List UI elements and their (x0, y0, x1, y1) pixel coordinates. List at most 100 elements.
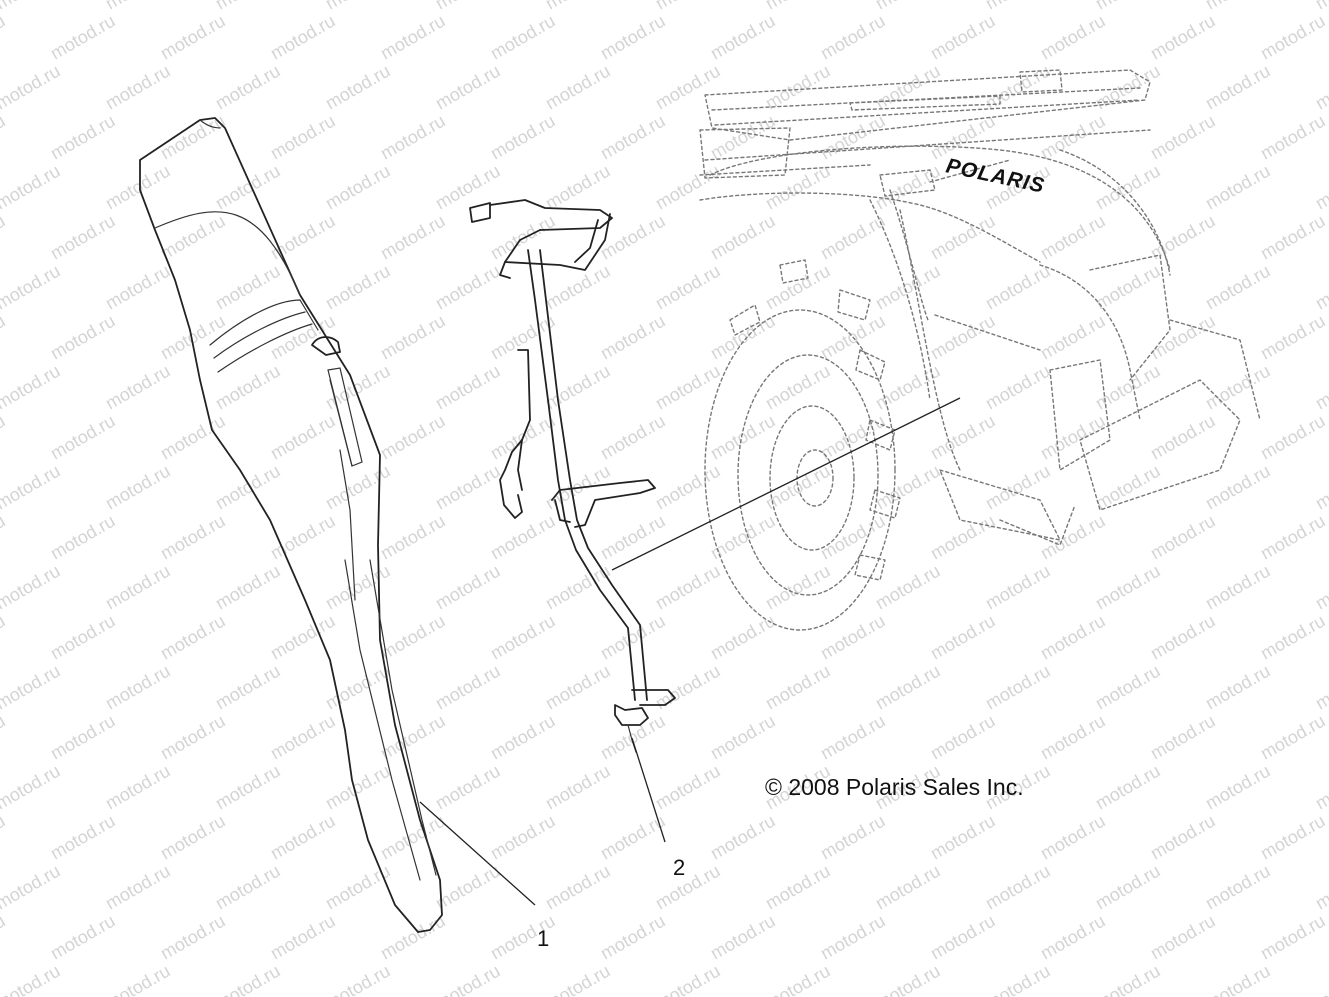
watermark-text: motod.ru (762, 161, 834, 214)
watermark-text: motod.ru (817, 11, 889, 64)
watermark-text: motod.ru (102, 161, 174, 214)
callout-2-leader (631, 737, 666, 843)
watermark-text: motod.ru (1202, 961, 1274, 997)
watermark-text: motod.ru (872, 861, 944, 914)
watermark-text: motod.ru (1202, 61, 1274, 114)
watermark-text: motod.ru (927, 411, 999, 464)
watermark-text: motod.ru (0, 411, 9, 464)
watermark-text: motod.ru (1037, 211, 1109, 264)
watermark-text: motod.ru (432, 461, 504, 514)
watermark-text: motod.ru (0, 811, 9, 864)
watermark-text: motod.ru (542, 361, 614, 414)
watermark-text: motod.ru (597, 411, 669, 464)
watermark-text: motod.ru (982, 61, 1054, 114)
watermark-text: motod.ru (377, 311, 449, 364)
watermark-text: motod.ru (872, 361, 944, 414)
watermark-text: motod.ru (0, 711, 9, 764)
watermark-text: motod.ru (1147, 511, 1219, 564)
watermark-text: motod.ru (927, 611, 999, 664)
watermark-text: motod.ru (542, 561, 614, 614)
watermark-text: motod.ru (597, 11, 669, 64)
watermark-text: motod.ru (157, 711, 229, 764)
watermark-text: motod.ru (322, 961, 394, 997)
watermark-text: motod.ru (1147, 311, 1219, 364)
watermark-text: motod.ru (1092, 0, 1164, 13)
callout-2-label: 2 (673, 855, 685, 880)
watermark-text: motod.ru (0, 61, 64, 114)
watermark-text: motod.ru (1312, 561, 1329, 614)
watermark-text: motod.ru (872, 961, 944, 997)
watermark-text: motod.ru (762, 461, 834, 514)
watermark-text: motod.ru (0, 761, 64, 814)
watermark-text: motod.ru (487, 811, 559, 864)
watermark-text: motod.ru (322, 561, 394, 614)
watermark-text: motod.ru (1257, 611, 1329, 664)
watermark-text: motod.ru (47, 811, 119, 864)
watermark-text: motod.ru (157, 211, 229, 264)
watermark-text: motod.ru (1147, 411, 1219, 464)
watermark-text: motod.ru (1037, 11, 1109, 64)
watermark-text: motod.ru (267, 911, 339, 964)
watermark-text: motod.ru (487, 511, 559, 564)
watermark-text: motod.ru (157, 611, 229, 664)
watermark-text: motod.ru (927, 211, 999, 264)
watermark-text: motod.ru (212, 461, 284, 514)
watermark-text: motod.ru (1202, 761, 1274, 814)
watermark-text: motod.ru (1147, 11, 1219, 64)
watermark-text: motod.ru (212, 61, 284, 114)
rifle-case (139, 117, 443, 933)
watermark-text: motod.ru (542, 861, 614, 914)
watermark-text: motod.ru (432, 761, 504, 814)
watermark-text: motod.ru (377, 411, 449, 464)
watermark-text: motod.ru (762, 0, 834, 13)
watermark-text: motod.ru (322, 761, 394, 814)
watermark-text: motod.ru (267, 211, 339, 264)
watermark-text: motod.ru (102, 761, 174, 814)
watermark-text: motod.ru (1092, 561, 1164, 614)
watermark-text: motod.ru (817, 711, 889, 764)
watermark-text: motod.ru (102, 861, 174, 914)
watermark-text: motod.ru (377, 211, 449, 264)
watermark-text: motod.ru (927, 811, 999, 864)
watermark-text: motod.ru (1257, 511, 1329, 564)
watermark-text: motod.ru (267, 811, 339, 864)
watermark-text: motod.ru (1092, 261, 1164, 314)
watermark-text: motod.ru (1202, 561, 1274, 614)
watermark-text: motod.ru (0, 0, 64, 13)
watermark-text: motod.ru (157, 11, 229, 64)
watermark-text: motod.ru (47, 511, 119, 564)
watermark-text: motod.ru (1037, 411, 1109, 464)
watermark-text: motod.ru (927, 511, 999, 564)
watermark-text: motod.ru (1037, 311, 1109, 364)
watermark-text: motod.ru (1202, 0, 1274, 13)
watermark-text: motod.ru (707, 911, 779, 964)
watermark-text: motod.ru (487, 611, 559, 664)
watermark-text: motod.ru (817, 911, 889, 964)
watermark-text: motod.ru (707, 611, 779, 664)
watermark-text: motod.ru (267, 411, 339, 464)
watermark-text: motod.ru (652, 0, 724, 13)
watermark-text: motod.ru (597, 111, 669, 164)
watermark-text: motod.ru (0, 561, 64, 614)
watermark-text: motod.ru (0, 311, 9, 364)
watermark-text: motod.ru (1092, 61, 1164, 114)
watermark-text: motod.ru (432, 61, 504, 114)
watermark-text: motod.ru (1257, 111, 1329, 164)
watermark-text: motod.ru (1092, 861, 1164, 914)
watermark-text: motod.ru (1257, 311, 1329, 364)
watermark-text: motod.ru (1202, 261, 1274, 314)
watermark-text: motod.ru (0, 661, 64, 714)
watermark-text: motod.ru (597, 711, 669, 764)
watermark-text: motod.ru (707, 311, 779, 364)
watermark-text: motod.ru (0, 611, 9, 664)
watermark-text: motod.ru (872, 561, 944, 614)
watermark-text: motod.ru (1147, 611, 1219, 664)
watermark-text: motod.ru (212, 0, 284, 13)
watermark-text: motod.ru (377, 911, 449, 964)
watermark-text: motod.ru (212, 661, 284, 714)
watermark-text: motod.ru (102, 961, 174, 997)
watermark-text: motod.ru (102, 461, 174, 514)
watermark-text: motod.ru (1202, 161, 1274, 214)
